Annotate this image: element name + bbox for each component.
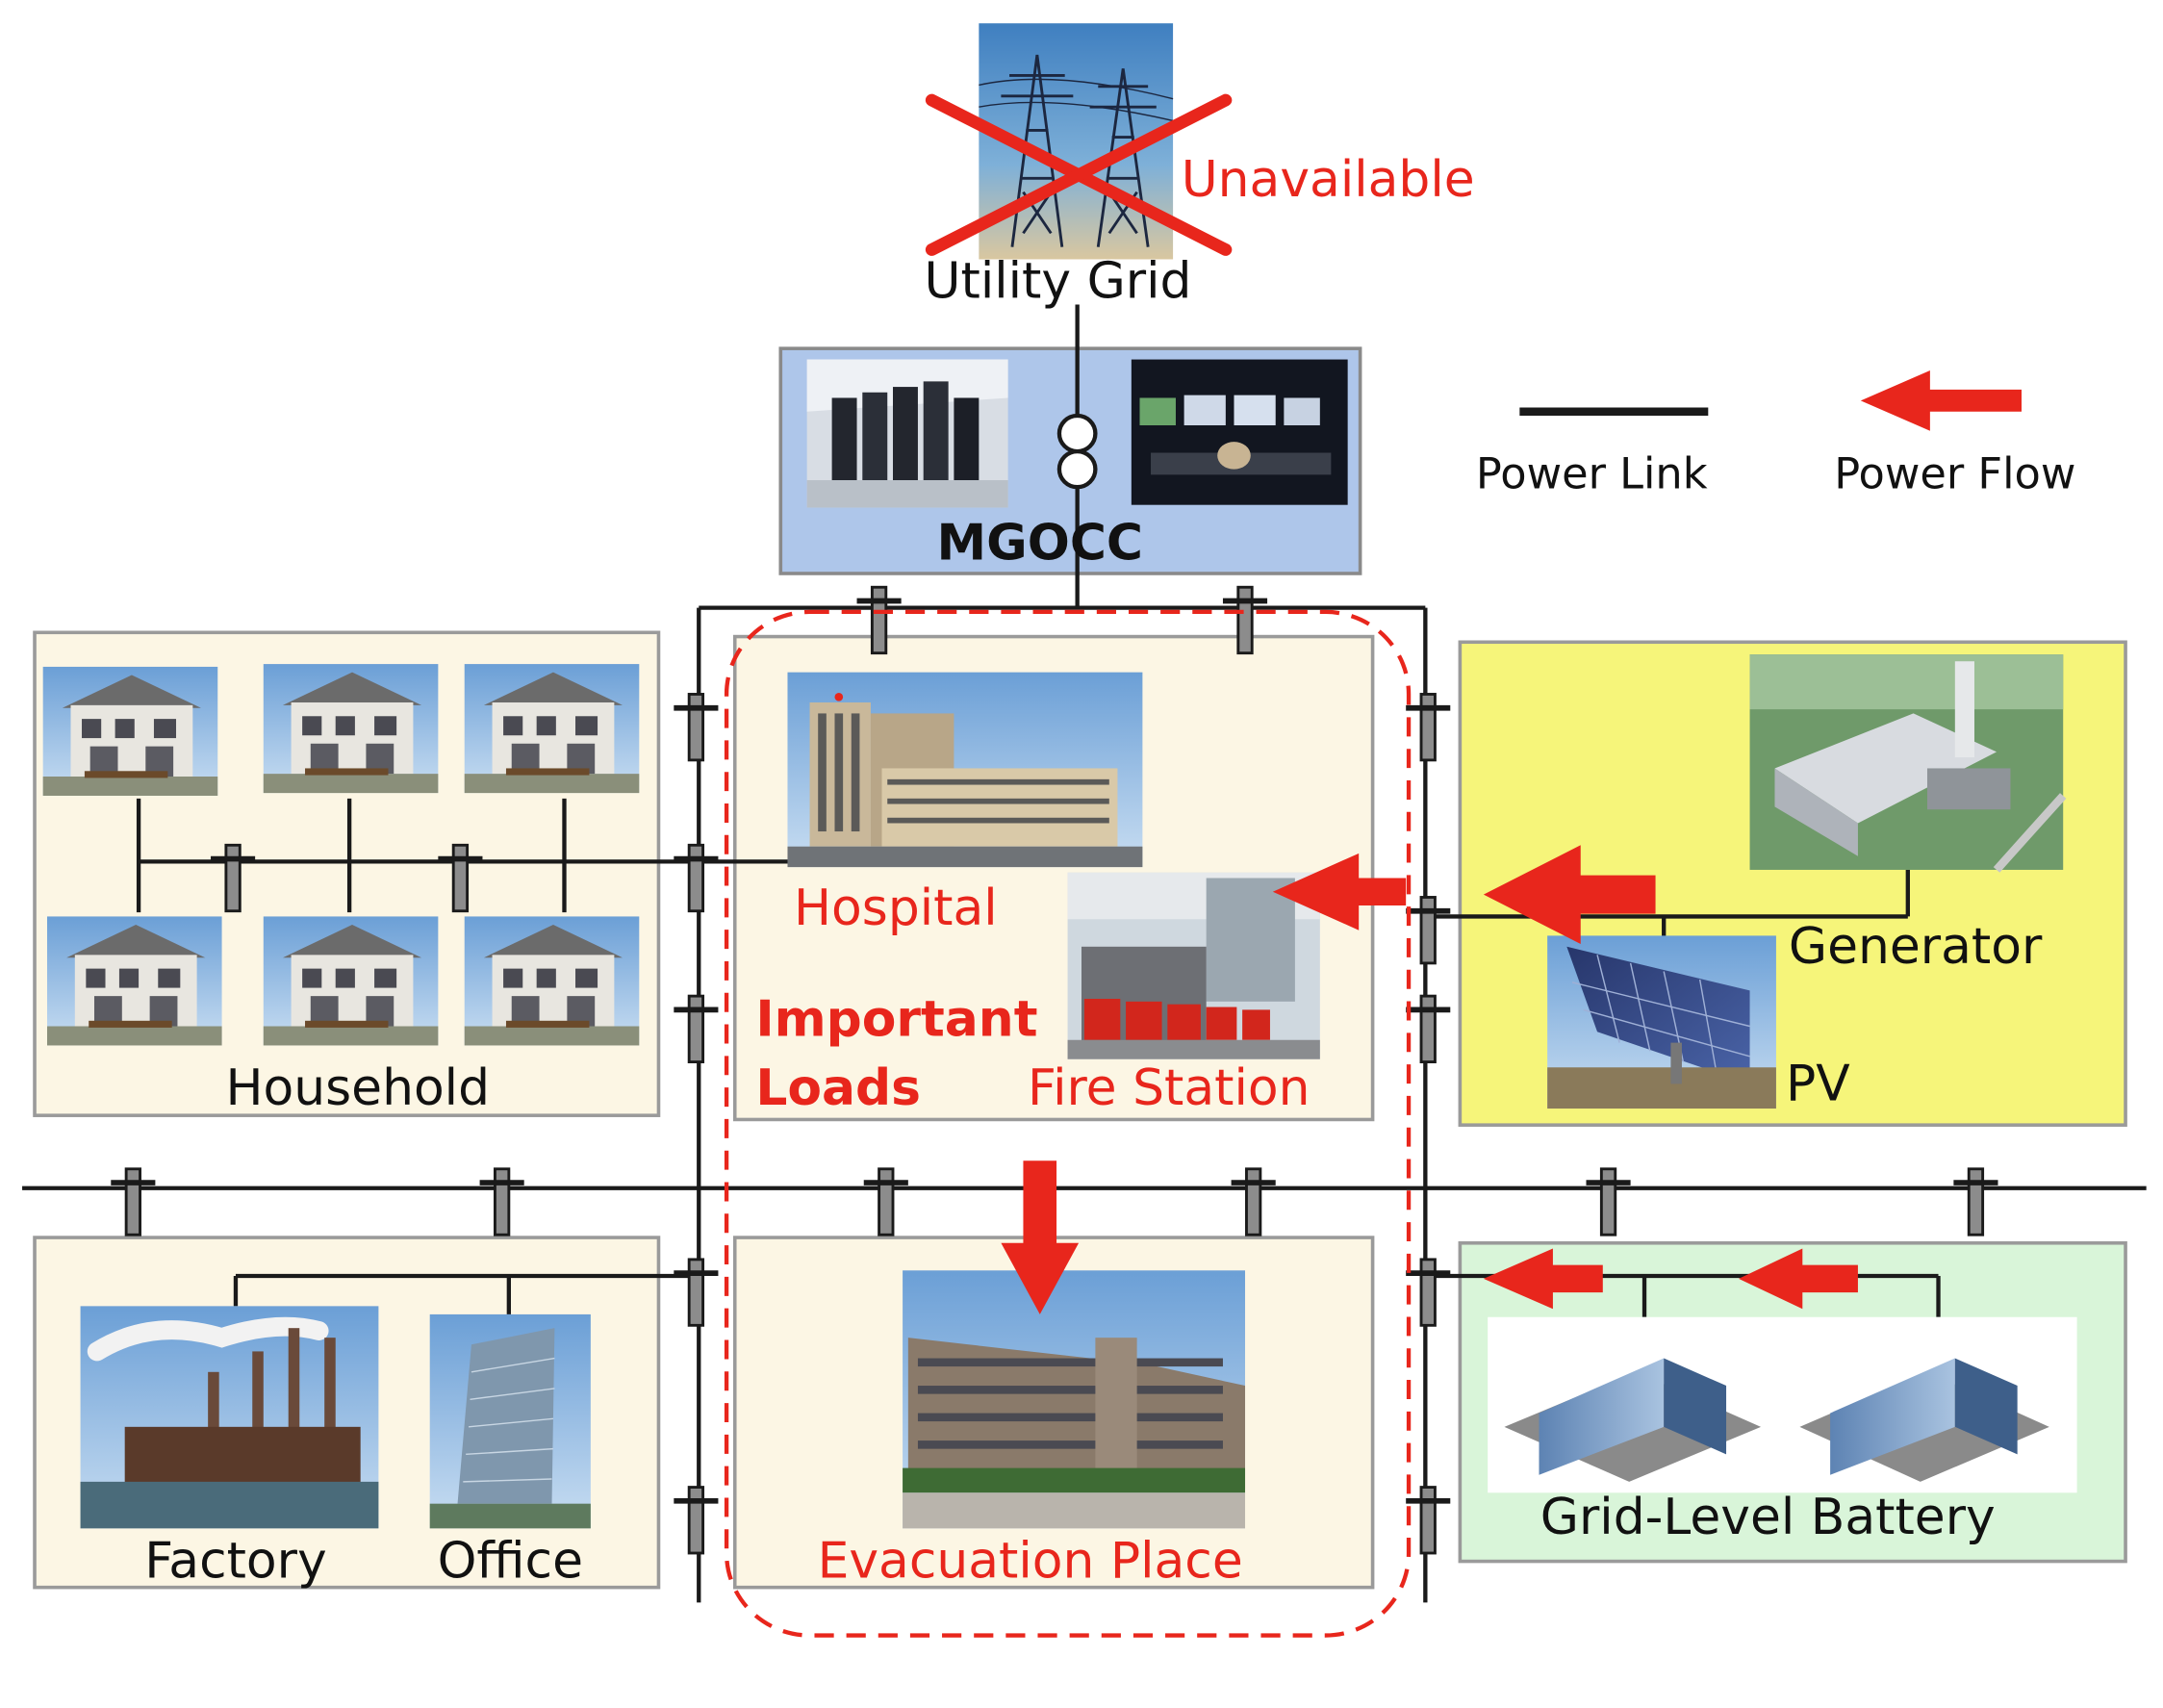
- office-label: Office: [438, 1533, 583, 1591]
- arrow-to-fire-station: [1272, 853, 1407, 930]
- factory-label: Factory: [144, 1533, 326, 1591]
- arrow-battery-2: [1739, 1248, 1858, 1310]
- arrow-from-generator: [1483, 845, 1656, 944]
- arrow-to-evacuation: [1001, 1160, 1080, 1314]
- evacuation-place-image: [903, 1270, 1246, 1529]
- important-loads-label-line2: Loads: [755, 1059, 921, 1117]
- utility-grid-label: Utility Grid: [925, 253, 1192, 311]
- generator-label: Generator: [1789, 918, 2043, 976]
- mgocc-label: MGOCC: [937, 515, 1143, 573]
- legend-power-flow-label: Power Flow: [1834, 450, 2075, 499]
- generator-image: [1749, 654, 2067, 873]
- unavailable-cross-icon: [925, 93, 1233, 256]
- household-label: Household: [226, 1059, 490, 1117]
- fire-station-image: [1067, 872, 1320, 1059]
- factory-image: [80, 1306, 379, 1529]
- important-loads-label-line1: Important: [755, 991, 1037, 1049]
- evacuation-place-label: Evacuation Place: [818, 1533, 1243, 1591]
- legend-power-flow-arrow-icon: [1860, 370, 2022, 431]
- unavailable-label: Unavailable: [1182, 151, 1475, 209]
- legend-power-link-label: Power Link: [1476, 450, 1708, 499]
- battery-image: [1488, 1316, 2077, 1493]
- hospital-image: [787, 672, 1143, 868]
- control-room-image: [1131, 359, 1348, 505]
- server-room-image: [806, 359, 1008, 508]
- battery-label: Grid-Level Battery: [1540, 1489, 1996, 1546]
- fire-station-label: Fire Station: [1028, 1059, 1310, 1117]
- important-loads-boundary: [724, 609, 1412, 1638]
- power-lines: [22, 304, 2147, 1603]
- office-image: [429, 1313, 591, 1529]
- transformer-icon: [1056, 413, 1098, 490]
- pv-label: PV: [1786, 1056, 1850, 1113]
- pv-image: [1547, 935, 1776, 1109]
- power-flow-arrows: [1001, 845, 1858, 1314]
- arrow-battery-1: [1483, 1248, 1603, 1310]
- hospital-label: Hospital: [794, 879, 998, 937]
